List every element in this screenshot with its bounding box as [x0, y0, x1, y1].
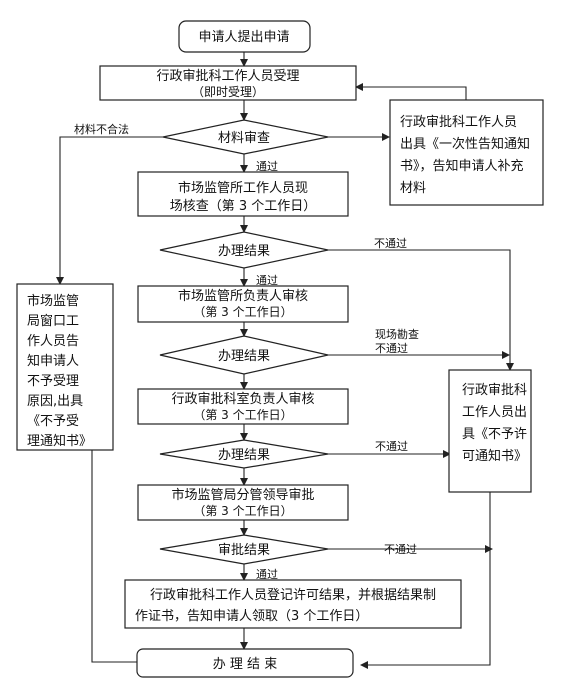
leader-review-box: 市场监管局分管领导审批 （第 3 个工作日） — [137, 484, 349, 521]
leader-review-line2: （第 3 个工作日） — [193, 504, 292, 518]
material-check-label: 材料审查 — [218, 131, 270, 146]
deny-line-2: 工作人员出 — [462, 405, 527, 420]
deny-line-4: 可通知书》 — [462, 448, 527, 464]
accept-line1: 行政审批科工作人员受理 — [156, 69, 299, 84]
label-pass3: 通过 — [256, 568, 278, 581]
connectors — [56, 52, 514, 669]
result2-label: 办理结果 — [218, 349, 270, 364]
result1-decision: 办理结果 — [159, 231, 329, 269]
supervisor-review-line2: （第 3 个工作日） — [193, 305, 292, 319]
deny-line-3: 具《不予许 — [462, 427, 527, 442]
reject-line-2: 局窗口工 — [27, 313, 79, 329]
deny-line-1: 行政审批科 — [462, 383, 527, 398]
register-line2: 作证书，告知申请人领取（3 个工作日） — [135, 608, 368, 624]
office-review-line1: 行政审批科室负责人审核 — [171, 391, 314, 407]
notice-line4: 材料 — [400, 181, 426, 196]
notice-line1: 行政审批科工作人员 — [400, 115, 517, 130]
start-label: 申请人提出申请 — [198, 29, 289, 45]
label-pass2: 通过 — [256, 274, 278, 287]
label-site-fail: 现场勘查 — [375, 327, 419, 341]
accept-box: 行政审批科工作人员受理 （即时受理） — [99, 65, 357, 101]
notice-line3: 书》，告知申请人补充 — [400, 158, 524, 174]
result4-decision: 审批结果 — [159, 534, 329, 565]
result3-label: 办理结果 — [218, 448, 270, 463]
reject-line-7: 《不予受 — [27, 414, 79, 429]
material-check-decision: 材料审查 — [162, 119, 329, 155]
leader-review-line1: 市场监管局分管领导审批 — [171, 487, 314, 503]
reject-line-5: 不予受理 — [27, 374, 79, 389]
notice-box: 行政审批科工作人员 出具《一次性告知通知 书》，告知申请人补充 材料 — [389, 99, 544, 206]
label-fail4: 不通过 — [384, 543, 417, 556]
site-check-box: 市场监管所工作人员现 场核查（第 3 个工作日） — [137, 171, 349, 217]
end-label: 办 理 结 束 — [213, 657, 277, 672]
result3-decision: 办理结果 — [159, 439, 329, 469]
office-review-box: 行政审批科室负责人审核 （第 3 个工作日） — [137, 388, 349, 425]
label-fail2: 不通过 — [375, 342, 408, 355]
site-check-line1: 市场监管所工作人员现 — [178, 180, 308, 196]
label-fail1: 不通过 — [374, 237, 407, 250]
reject-line-8: 理通知书》 — [27, 433, 92, 449]
start-node: 申请人提出申请 — [178, 20, 311, 53]
register-box: 行政审批科工作人员登记许可结果，并根据结果制 作证书，告知申请人领取（3 个工作… — [124, 579, 462, 629]
result4-label: 审批结果 — [218, 543, 270, 558]
accept-line2: （即时受理） — [192, 85, 264, 99]
supervisor-review-line1: 市场监管所负责人审核 — [178, 288, 308, 304]
end-node: 办 理 结 束 — [136, 648, 354, 678]
reject-line-6: 原因,出具 — [27, 394, 83, 409]
result1-label: 办理结果 — [218, 244, 270, 259]
site-check-line2: 场核查（第 3 个工作日） — [170, 199, 317, 214]
label-pass1: 通过 — [256, 160, 278, 173]
reject-line-4: 知申请人 — [27, 353, 79, 369]
reject-line-3: 作人员告 — [27, 334, 79, 349]
branch-labels: 材料不合法 通过 通过 通过 不通过 现场勘查 不通过 不通过 不通过 — [74, 122, 419, 581]
result2-decision: 办理结果 — [159, 335, 329, 375]
label-material-fail: 材料不合法 — [74, 122, 129, 136]
supervisor-review-box: 市场监管所负责人审核 （第 3 个工作日） — [137, 285, 349, 323]
notice-line2: 出具《一次性告知通知 — [400, 136, 530, 152]
label-fail3: 不通过 — [375, 440, 408, 453]
reject-line-1: 市场监管 — [27, 293, 79, 309]
register-line1: 行政审批科工作人员登记许可结果，并根据结果制 — [150, 588, 436, 603]
office-review-line2: （第 3 个工作日） — [193, 408, 292, 422]
